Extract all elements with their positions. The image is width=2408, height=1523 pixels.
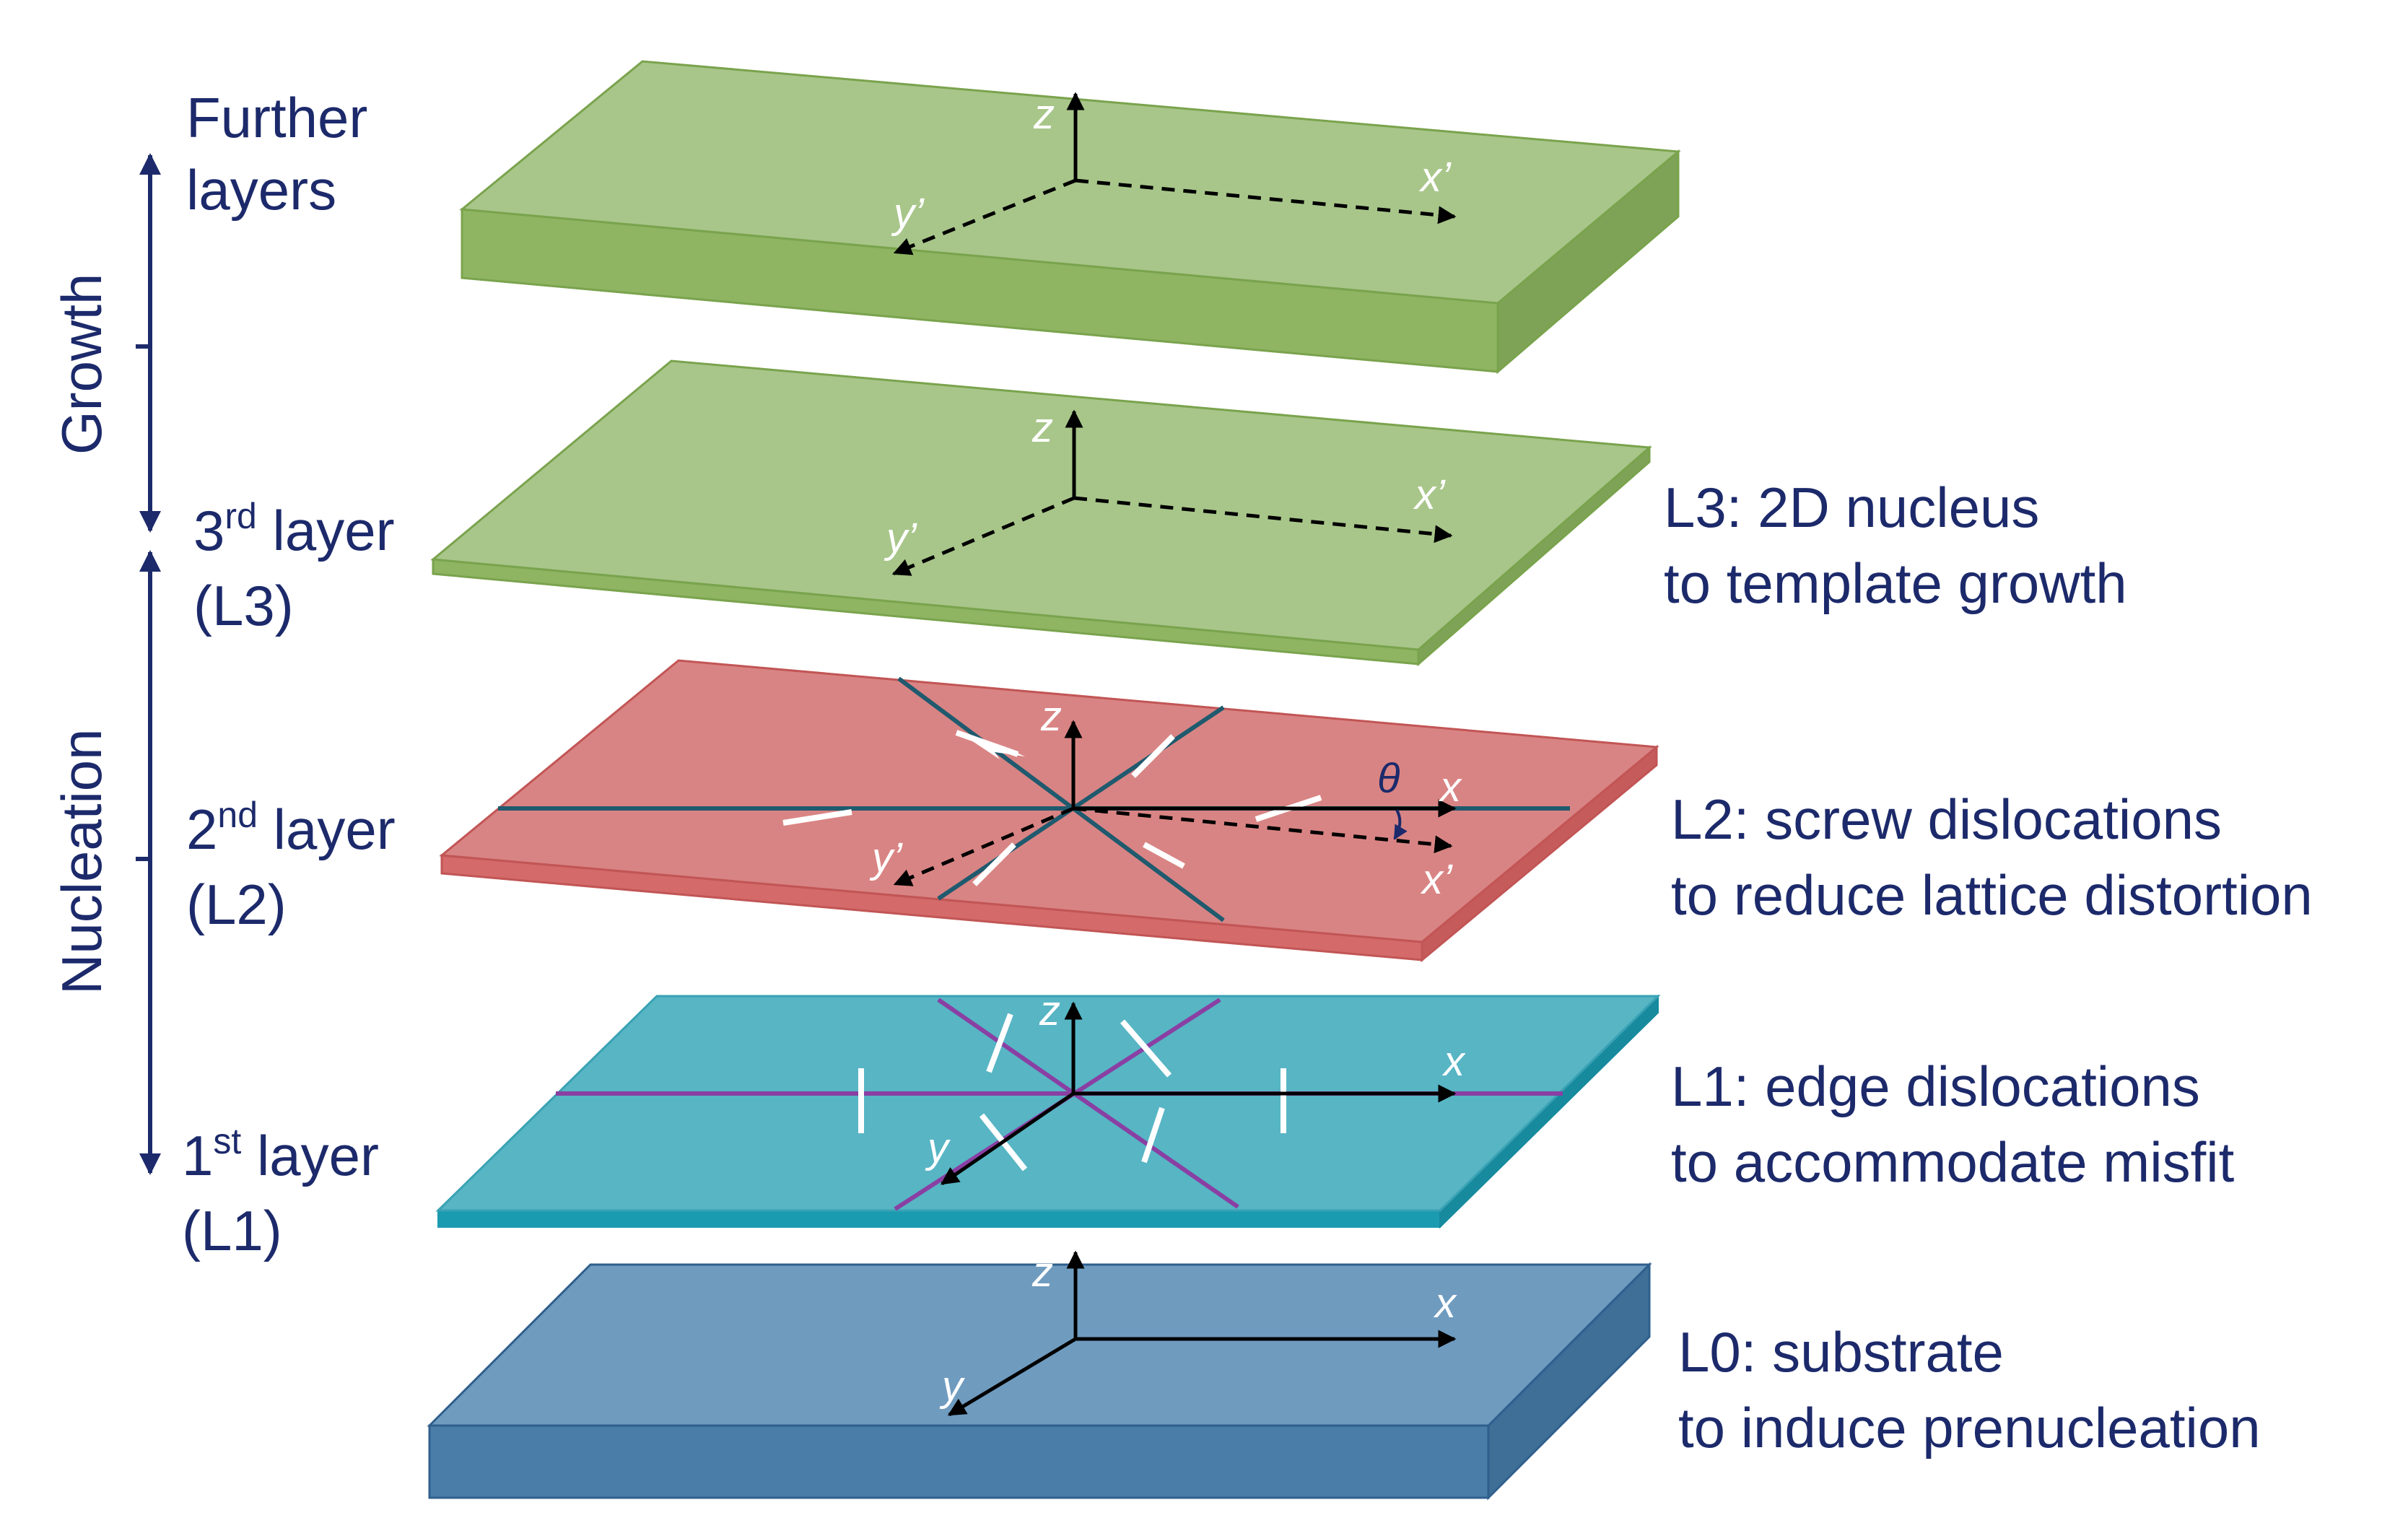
axis-label-x: x: [1438, 764, 1462, 811]
axis-label-x-prime: x’: [1418, 154, 1452, 201]
axes-l2: z x θ x’ y’: [869, 693, 1462, 903]
axes-l1: z x y: [925, 987, 1466, 1186]
slab-l3-top: [430, 359, 1652, 651]
burgers-vector-arrow: [1120, 1019, 1172, 1078]
axis-label-y-prime: y’: [891, 190, 925, 237]
axis-label-x: x: [1441, 1038, 1466, 1085]
desc-l0-line1: L0: substrate: [1678, 1320, 2004, 1384]
slab-further-layers: z x’ y’: [459, 60, 1681, 375]
desc-l1-line1: L1: edge dislocations: [1671, 1055, 2200, 1118]
burgers-vector-arrow: [1143, 842, 1185, 869]
desc-l1-line2: to accommodate misfit: [1671, 1130, 2235, 1194]
label-l3-layer: 3rd layer: [193, 496, 395, 562]
label-l1-layer: 1st layer: [182, 1121, 379, 1187]
axes-l0: z x y: [939, 1249, 1457, 1417]
axis-label-y-prime: y’: [884, 515, 917, 562]
growth-bracket: Growth: [50, 153, 161, 533]
slab-l0-side-front: [428, 1424, 1490, 1499]
burgers-vector-arrow: [986, 1013, 1013, 1073]
label-l2-layer: 2nd layer: [186, 795, 396, 861]
label-further-line1: Further: [186, 86, 367, 149]
label-l3-code: (L3): [193, 574, 294, 637]
slab-l2: z x θ x’ y’: [439, 659, 1659, 963]
dislocation-line: [897, 676, 1225, 922]
screw-burgers-arrows: [782, 730, 1322, 886]
axes-l3: z x’ y’: [884, 404, 1453, 576]
left-labels: Further layers 3rd layer (L3) 2nd layer …: [182, 86, 396, 1262]
slab-l1-side-front: [437, 1210, 1441, 1228]
axis-label-y-prime: y’: [869, 834, 903, 881]
axis-label-x: x: [1433, 1280, 1457, 1327]
label-l1-code: (L1): [182, 1199, 282, 1262]
label-l2-code: (L2): [186, 873, 287, 936]
theta-label: θ: [1377, 755, 1400, 802]
axis-label-x-prime: x’: [1413, 471, 1446, 518]
desc-l0-line2: to induce prenucleation: [1678, 1396, 2261, 1459]
axes-further: z x’ y’: [891, 91, 1457, 256]
desc-l3-line2: to template growth: [1664, 551, 2127, 615]
axis-label-z: z: [1039, 987, 1060, 1034]
axis-label-z: z: [1031, 1249, 1053, 1296]
burgers-vector-arrow: [782, 809, 852, 826]
desc-l2-line1: L2: screw dislocations: [1671, 787, 2222, 851]
axis-label-z: z: [1031, 404, 1053, 451]
dislocation-line: [937, 705, 1225, 901]
nucleation-bracket: Nucleation: [50, 550, 161, 1175]
phase-label-growth: Growth: [50, 274, 113, 455]
right-descriptions: L3: 2D nucleus to template growth L2: sc…: [1664, 476, 2313, 1459]
burgers-vector-arrow: [955, 730, 1019, 757]
slab-l1: z x y: [435, 987, 1661, 1229]
label-further-line2: layers: [186, 158, 336, 222]
slab-l0-substrate: z x y: [427, 1249, 1652, 1501]
burgers-vector-arrow: [1131, 734, 1175, 778]
axis-label-y: y: [925, 1125, 951, 1171]
slab-l3: z x’ y’: [430, 359, 1652, 667]
dislocation-line: [937, 998, 1239, 1209]
burgers-vector-arrow: [972, 842, 1016, 886]
phase-label-nucleation: Nucleation: [50, 728, 113, 995]
desc-l3-line1: L3: 2D nucleus: [1664, 476, 2039, 539]
slab-l0-top: [427, 1263, 1652, 1427]
slab-l1-top: [435, 995, 1661, 1212]
burgers-vector-arrow: [1141, 1107, 1165, 1164]
slab-l2-top: [439, 659, 1659, 943]
desc-l2-line2: to reduce lattice distortion: [1671, 863, 2313, 927]
theta-arc: [1393, 809, 1408, 840]
axis-label-x-prime: x’: [1420, 856, 1453, 903]
axis-label-z: z: [1040, 693, 1062, 740]
axis-label-y: y: [939, 1363, 965, 1410]
axis-label-z: z: [1033, 91, 1055, 138]
